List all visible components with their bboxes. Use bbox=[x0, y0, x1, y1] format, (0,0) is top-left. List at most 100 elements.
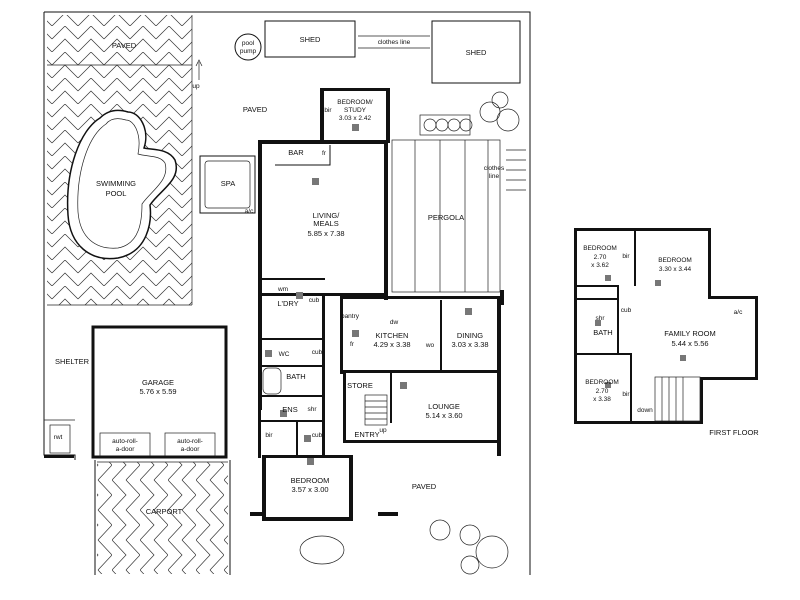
door-left-label-2: a-door bbox=[116, 446, 136, 453]
spa-label: SPA bbox=[221, 179, 235, 188]
shrubs-top bbox=[419, 91, 520, 136]
swimming-pool-label-1: SWIMMING bbox=[96, 179, 136, 188]
paved-top-label: PAVED bbox=[112, 41, 137, 50]
fr-bar-label: fr bbox=[322, 150, 327, 157]
house-walls bbox=[44, 88, 504, 521]
first-floor-walls bbox=[574, 228, 758, 424]
spa bbox=[199, 155, 256, 214]
lounge-size: 5.14 x 3.60 bbox=[425, 411, 462, 420]
clothes-line-side bbox=[506, 149, 526, 191]
ff-family-room-label: FAMILY ROOM bbox=[664, 329, 715, 338]
ff-bedroom-2-label: BEDROOM bbox=[658, 257, 692, 264]
bar-counter bbox=[275, 145, 331, 166]
stairs-first bbox=[654, 376, 701, 422]
kitchen-label: KITCHEN bbox=[376, 331, 409, 340]
ff-down-label: down bbox=[637, 407, 653, 414]
cub-ens-label: cub bbox=[312, 432, 323, 439]
ff-bedroom-1-label: BEDROOM bbox=[583, 245, 617, 252]
up-entry-label: up bbox=[379, 427, 387, 434]
stairs-ground bbox=[364, 394, 388, 426]
door-right-label-2: a-door bbox=[181, 446, 201, 453]
fr-kitchen-label: fr bbox=[350, 341, 355, 348]
clothes-line-side-label-1: clothes bbox=[484, 165, 505, 172]
bedroom-study-label-1: BEDROOM/ bbox=[337, 99, 373, 106]
ff-bedroom-3-size-1: 2.70 bbox=[596, 388, 609, 395]
bir-study-label: bir bbox=[324, 107, 332, 114]
clothes-line-side-label-2: line bbox=[489, 173, 500, 180]
paved-bottom-label: PAVED bbox=[412, 482, 437, 491]
kitchen-size: 4.29 x 3.38 bbox=[373, 340, 410, 349]
wo-label: wo bbox=[425, 342, 435, 349]
bedroom-main-size: 3.57 x 3.00 bbox=[291, 485, 328, 494]
swimming-pool bbox=[66, 109, 178, 260]
ff-ac-label: a/c bbox=[734, 309, 743, 316]
cub-wc-label: cub bbox=[312, 349, 323, 356]
dw-label: dw bbox=[390, 319, 399, 326]
bar-label: BAR bbox=[288, 148, 304, 157]
wm-label: wm bbox=[277, 286, 288, 293]
garage-size: 5.76 x 5.59 bbox=[139, 387, 176, 396]
ff-bedroom-3-label: BEDROOM bbox=[585, 379, 619, 386]
ff-bedroom-3-size-2: x 3.38 bbox=[593, 396, 611, 403]
pool-pump-label-1: pool bbox=[242, 40, 255, 47]
shelter-outline bbox=[44, 419, 75, 454]
ff-bir-3-label: bir bbox=[622, 391, 630, 398]
carport-paving bbox=[97, 462, 228, 574]
shelter-label: SHELTER bbox=[55, 357, 90, 366]
garage-label: GARAGE bbox=[142, 378, 174, 387]
bath-label: BATH bbox=[286, 372, 305, 381]
living-meals-label-2: MEALS bbox=[313, 219, 338, 228]
garage bbox=[91, 325, 228, 459]
clothes-line-top-label: clothes line bbox=[378, 39, 411, 46]
shed-left bbox=[264, 20, 356, 58]
paved-mid-label: PAVED bbox=[243, 105, 268, 114]
rwt-label: rwt bbox=[54, 434, 63, 441]
up-label: up bbox=[192, 83, 200, 90]
fixtures bbox=[265, 124, 472, 465]
trees-bottom bbox=[299, 519, 509, 575]
pantry-label: pantry bbox=[341, 313, 360, 320]
bedroom-study-label-2: STUDY bbox=[344, 107, 367, 114]
living-meals-label-1: LIVING/ bbox=[313, 211, 341, 220]
store-label: STORE bbox=[347, 381, 373, 390]
dining-label: DINING bbox=[457, 331, 483, 340]
pool-pump bbox=[234, 33, 262, 61]
shed-right-label: SHED bbox=[466, 48, 487, 57]
ff-bedroom-2-size: 3.30 x 3.44 bbox=[659, 266, 692, 273]
up-arrow-icon bbox=[195, 59, 203, 80]
door-right-label-1: auto-roll- bbox=[177, 438, 203, 445]
cub-ldry-label: cub bbox=[309, 297, 320, 304]
ens-label: ENS bbox=[282, 405, 297, 414]
pergola-label: PERGOLA bbox=[428, 213, 464, 222]
pool-pump-label-2: pump bbox=[240, 48, 257, 55]
wc-label: WC bbox=[279, 351, 290, 358]
living-meals-size: 5.85 x 7.38 bbox=[307, 229, 344, 238]
ff-family-room-size: 5.44 x 5.56 bbox=[671, 339, 708, 348]
bath-tub bbox=[262, 367, 282, 395]
dining-size: 3.03 x 3.38 bbox=[451, 340, 488, 349]
fixtures-first bbox=[595, 275, 686, 388]
clothes-line-top bbox=[358, 35, 430, 49]
ldry-label: L'DRY bbox=[277, 299, 298, 308]
shr-ens-label: shr bbox=[307, 406, 317, 413]
swimming-pool-label-2: POOL bbox=[106, 189, 127, 198]
pergola bbox=[391, 139, 501, 293]
ff-cub-label: cub bbox=[621, 307, 632, 314]
ff-bedroom-1-size-2: x 3.62 bbox=[591, 262, 609, 269]
entry-label: ENTRY bbox=[354, 430, 379, 439]
lounge-label: LOUNGE bbox=[428, 402, 460, 411]
shed-left-label: SHED bbox=[300, 35, 321, 44]
bedroom-main-label: BEDROOM bbox=[291, 476, 330, 485]
door-left-label-1: auto-roll- bbox=[112, 438, 138, 445]
shed-right bbox=[431, 20, 521, 84]
first-floor-title: FIRST FLOOR bbox=[709, 428, 759, 437]
ac-label: a/c bbox=[245, 208, 254, 215]
ff-shr-label: shr bbox=[595, 315, 605, 322]
ff-bath-label: BATH bbox=[593, 328, 612, 337]
ff-bir-1-label: bir bbox=[622, 253, 630, 260]
bir-ens-label: bir bbox=[265, 432, 273, 439]
bedroom-study-size: 3.03 x 2.42 bbox=[339, 115, 372, 122]
carport-label: CARPORT bbox=[146, 507, 183, 516]
ff-bedroom-1-size-1: 2.70 bbox=[594, 254, 607, 261]
